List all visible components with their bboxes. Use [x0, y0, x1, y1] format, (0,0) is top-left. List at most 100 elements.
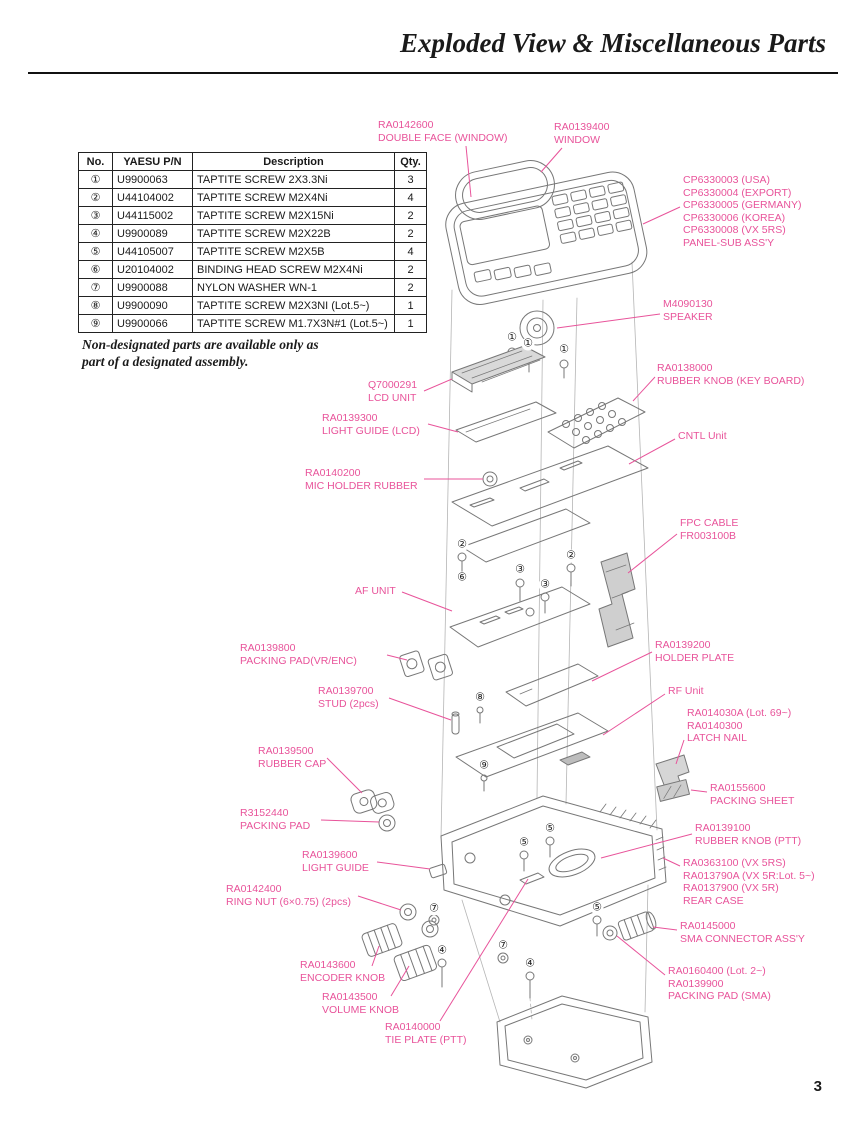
callout-number: ⑤ [517, 836, 531, 850]
cell-desc: TAPTITE SCREW M2X15Ni [192, 206, 395, 225]
part-label-line: PACKING SHEET [710, 794, 795, 807]
callout-number: ⑦ [427, 902, 441, 916]
part-label-line: TIE PLATE (PTT) [385, 1033, 467, 1046]
label-af-unit: AF UNIT [355, 585, 396, 598]
cell-qty: 1 [394, 296, 427, 315]
note-line-2: part of a designated assembly. [82, 354, 249, 369]
cell-pn: U44104002 [112, 188, 193, 207]
label-panel-sub-assy: CP6330003 (USA)CP6330004 (EXPORT)CP63300… [683, 174, 801, 249]
part-label-line: RING NUT (6×0.75) (2pcs) [226, 895, 351, 908]
cell-no: ① [78, 170, 113, 189]
part-label-line: RA0139500 [258, 745, 314, 757]
cell-desc: TAPTITE SCREW M2X5B [192, 242, 395, 261]
part-label-line: RA0139600 [302, 849, 358, 861]
leader-line [627, 533, 678, 574]
leader-line [540, 147, 563, 173]
part-label-line: R3152440 [240, 807, 289, 819]
part-label-line: LATCH NAIL [687, 732, 747, 744]
leader-line [675, 739, 685, 765]
part-label-line: RA014030A (Lot. 69~) [687, 707, 792, 719]
leader-line [439, 878, 529, 1022]
part-label-line: RUBBER KNOB (KEY BOARD) [657, 374, 805, 387]
callout-number: ① [521, 337, 535, 351]
part-label-line: RA0139200 [655, 639, 711, 651]
part-label-line: RA0142400 [226, 883, 282, 895]
part-label-line: RA0139700 [318, 685, 374, 697]
part-label-line: Q7000291 [368, 379, 418, 391]
part-label-line: CNTL Unit [678, 430, 727, 442]
leader-lines [320, 145, 708, 1022]
leader-line [388, 697, 452, 721]
cell-no: ④ [78, 224, 113, 243]
leader-line [326, 757, 363, 794]
part-label-line: RA0139400 [554, 121, 610, 133]
part-label-line: WINDOW [554, 133, 601, 146]
leader-line [652, 926, 678, 931]
part-label-line: SMA CONNECTOR ASS'Y [680, 932, 805, 945]
cell-qty: 4 [394, 188, 427, 207]
part-label-line: VOLUME KNOB [322, 1003, 400, 1016]
part-label-line: CP6330005 (GERMANY) [683, 199, 802, 211]
leader-line [465, 145, 472, 198]
part-label-line: RA0143500 [322, 991, 378, 1003]
title-rule [28, 72, 838, 74]
callout-number: ⑤ [543, 822, 557, 836]
part-label-line: RA0140300 [687, 719, 743, 732]
leader-line [357, 895, 402, 911]
leader-line [556, 313, 661, 329]
leader-line [591, 651, 653, 682]
part-label-line: PACKING PAD(VR/ENC) [240, 654, 357, 667]
cell-desc: TAPTITE SCREW M2X22B [192, 224, 395, 243]
cell-pn: U20104002 [112, 260, 193, 279]
leader-line [423, 378, 453, 392]
leader-line [386, 654, 408, 661]
part-label-line: RF Unit [668, 685, 704, 697]
part-label-line: FR003100B [680, 529, 737, 542]
cell-desc: NYLON WASHER WN-1 [192, 278, 395, 297]
callout-number: ③ [513, 563, 527, 577]
cell-qty: 2 [394, 260, 427, 279]
part-label-line: RA0140000 [385, 1021, 441, 1033]
callout-number: ⑦ [496, 939, 510, 953]
part-label-line: RA0140200 [305, 467, 361, 479]
part-label-line: RA0160400 (Lot. 2~) [668, 965, 766, 977]
availability-note: Non-designated parts are available only … [82, 336, 319, 370]
callout-number: ② [564, 549, 578, 563]
cell-desc: TAPTITE SCREW M2X4Ni [192, 188, 395, 207]
part-label-line: RA0138000 [657, 362, 713, 374]
leader-line [632, 376, 656, 402]
part-label-line: RA0139100 [695, 822, 751, 834]
page-title: Exploded View & Miscellaneous Parts [399, 28, 826, 58]
cell-pn: U44115002 [112, 206, 193, 225]
callout-number: ⑨ [477, 759, 491, 773]
leader-line [616, 935, 666, 976]
cell-desc: TAPTITE SCREW M1.7X3N#1 (Lot.5~) [192, 314, 395, 333]
leader-line [642, 206, 681, 225]
cell-pn: U9900066 [112, 314, 193, 333]
note-line-1: Non-designated parts are available only … [82, 337, 319, 352]
part-label-line: RA013790A (VX 5R:Lot. 5~) [683, 869, 815, 882]
label-rear-case: RA0363100 (VX 5RS)RA013790A (VX 5R:Lot. … [683, 857, 815, 907]
leader-line [662, 857, 681, 867]
leader-line [628, 438, 676, 465]
cell-pn: U9900089 [112, 224, 193, 243]
page-number: 3 [813, 1078, 822, 1095]
